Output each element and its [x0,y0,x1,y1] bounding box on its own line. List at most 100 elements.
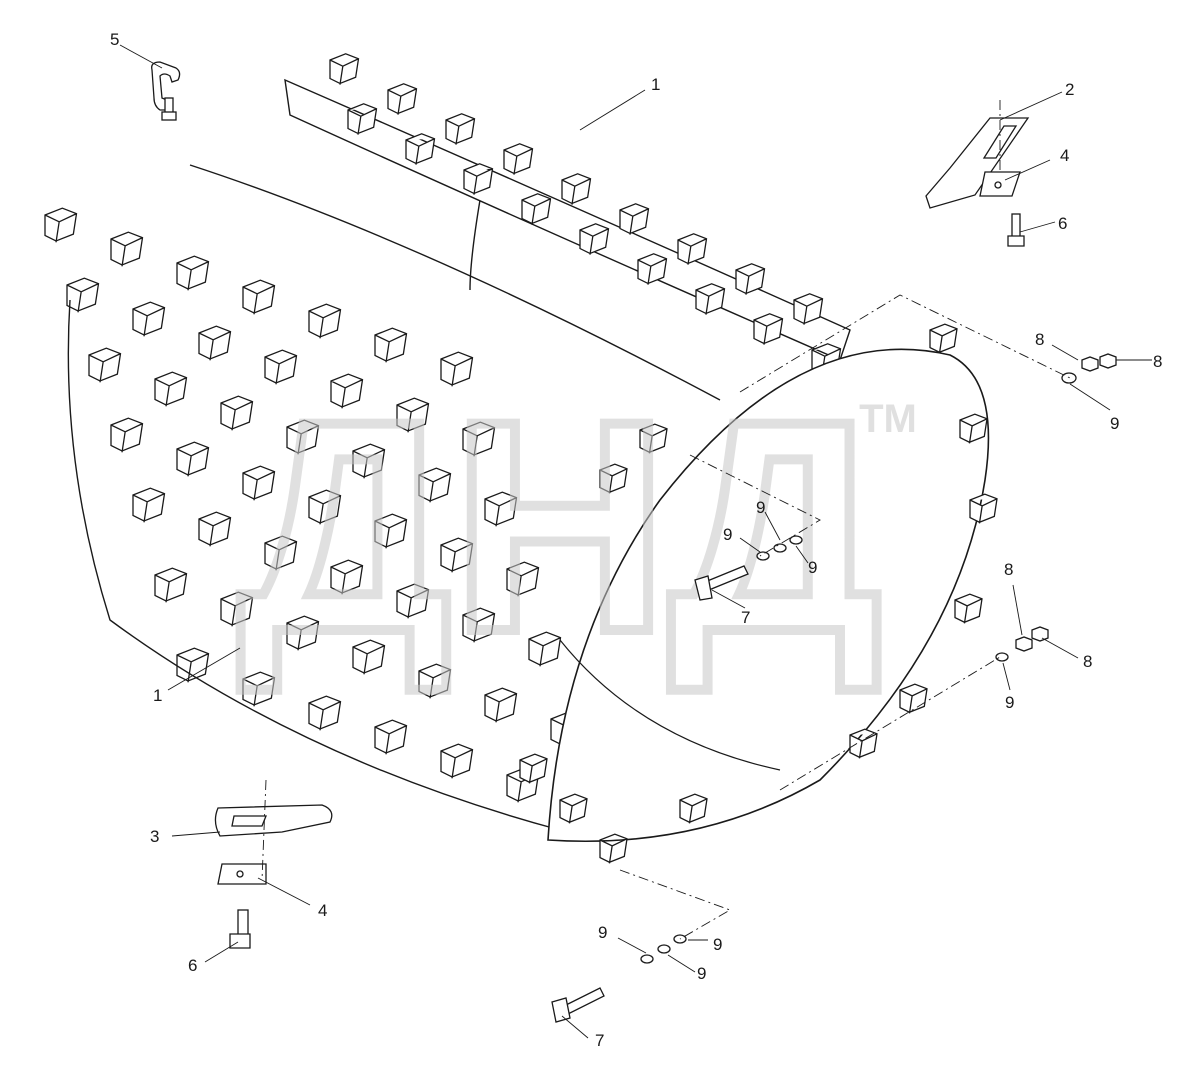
tamping-foot [440,351,474,387]
tamping-foot [374,513,408,549]
callout-4-upper: 4 [1060,146,1069,165]
callout-9-f: 9 [598,923,607,942]
tamping-foot [418,467,452,503]
left-shell-segment [67,164,721,831]
tamping-foot [220,591,254,627]
tamping-foot [154,371,188,407]
callout-9-a: 9 [1110,414,1119,433]
tamping-foot [440,537,474,573]
tamping-foot [519,753,548,784]
callout-8-c: 8 [1004,560,1013,579]
callout-5: 5 [110,30,119,49]
tamping-foot [88,347,122,383]
callout-7-upper: 7 [741,608,750,627]
tamping-foot [220,395,254,431]
callout-9-e: 9 [1005,693,1014,712]
callout-labels: 5 1 2 4 6 8 8 9 9 9 9 7 8 8 9 1 3 4 6 9 … [110,30,1162,1050]
scraper-bracket-lower [214,804,333,837]
callout-4-lower: 4 [318,901,327,920]
bolt-upper [1007,213,1025,247]
tamping-foot [132,487,166,523]
assembly-axes [261,100,1071,940]
callout-9-d: 9 [808,558,817,577]
tamping-foot [619,203,650,235]
tamping-foot [462,421,496,457]
tamping-foot [679,793,708,824]
tamping-foot [793,293,824,325]
tamping-foot [969,493,998,524]
tamping-foot [329,53,360,85]
end-disk [519,323,998,864]
left-shell-pad-array [44,207,584,803]
tamping-foot [286,615,320,651]
tamping-foot [579,223,610,255]
tamping-foot [66,277,100,313]
tamping-foot [506,561,540,597]
tamping-foot [264,349,298,385]
tamping-foot [330,373,364,409]
clamp-part [151,61,181,121]
tamping-foot [352,639,386,675]
tamping-foot [387,83,418,115]
tamping-foot [677,233,708,265]
tamping-foot [308,695,342,731]
callout-8-d: 8 [1083,652,1092,671]
callout-9-g: 9 [713,935,722,954]
callout-6-lower: 6 [188,956,197,975]
tamping-foot [352,443,386,479]
tamping-foot [462,607,496,643]
watermark-letters: ДНД [238,358,882,694]
tamping-foot [286,419,320,455]
tamping-foot [396,583,430,619]
tamping-foot [599,463,628,494]
tamping-foot [154,567,188,603]
callout-6-upper: 6 [1058,214,1067,233]
tamping-foot [484,491,518,527]
tamping-foot [899,683,928,714]
tamping-foot [110,231,144,267]
tamping-foot [176,647,210,683]
tamping-foot [503,143,534,175]
tamping-foot [599,833,628,864]
tamping-foot [396,397,430,433]
tamping-foot [44,207,78,243]
leader-lines [119,44,1152,1039]
tamping-foot [198,511,232,547]
long-bolt-lower [551,987,605,1023]
watermark-trademark: TM [859,397,917,441]
callout-7-lower: 7 [595,1031,604,1050]
tamping-foot [110,417,144,453]
tamping-foot [929,323,958,354]
tamping-foot [198,325,232,361]
tamping-foot [374,327,408,363]
tamping-foot [176,441,210,477]
tamping-foot [308,303,342,339]
tamping-foot [695,283,726,315]
tamping-foot [959,413,988,444]
hardware-parts [151,61,1117,1023]
tamping-foot [735,263,766,295]
tamping-foot [264,535,298,571]
callout-8-b: 8 [1153,352,1162,371]
tamping-foot [242,279,276,315]
tamping-foot [132,301,166,337]
tamping-foot [637,253,668,285]
tamping-foot [753,313,784,345]
tamping-foot [308,489,342,525]
callout-9-h: 9 [697,964,706,983]
callout-8-a: 8 [1035,330,1044,349]
long-bolt-upper [694,565,749,601]
tamping-foot [484,687,518,723]
tamping-foot [242,465,276,501]
tamping-foot [954,593,983,624]
tamping-foot [463,163,494,195]
tamping-foot [559,793,588,824]
tamping-foot [528,631,562,667]
tamping-foot [440,743,474,779]
upper-shell-segment [284,53,851,375]
callout-1-upper: 1 [651,75,660,94]
watermark: ДНД TM [233,353,917,699]
tamping-foot [176,255,210,291]
